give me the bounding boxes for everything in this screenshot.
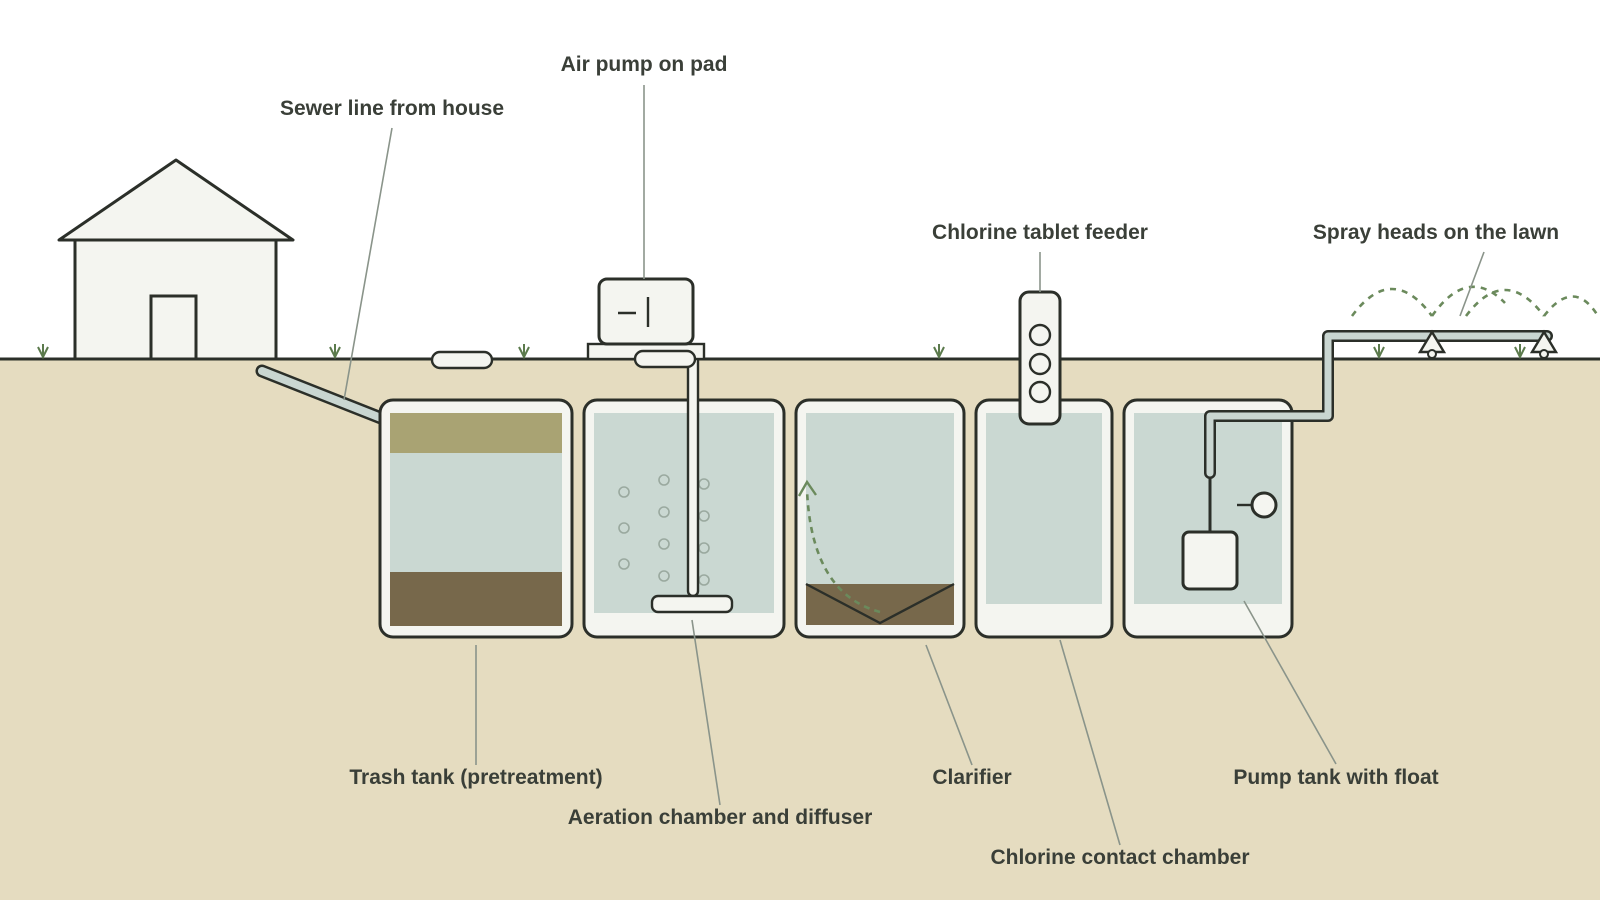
spray-arcs — [1350, 285, 1600, 317]
chlorine-contact-tank — [974, 398, 1114, 639]
leader-sewer — [343, 127, 393, 401]
sprinkler-icon — [1529, 329, 1559, 359]
sewer-pipe — [255, 364, 393, 427]
trash-tank — [378, 398, 574, 639]
air-line-pipe — [686, 347, 700, 598]
grass-tuft-icon — [329, 344, 341, 360]
leader-lines — [343, 85, 1485, 846]
chlorine-tablet — [1028, 380, 1052, 404]
leader-clarifier — [925, 644, 973, 766]
sludge-return-arrow — [805, 489, 881, 614]
leader-pump-tank — [1243, 600, 1337, 765]
label-chlorine-feeder: Chlorine tablet feeder — [932, 221, 1148, 244]
leader-chlorine-contact — [1059, 639, 1121, 846]
access-lid — [430, 350, 494, 370]
clarifier-tank — [794, 398, 966, 639]
pump-icon — [1181, 530, 1239, 591]
label-air-pump: Air pump on pad — [561, 53, 728, 76]
sludge-layer — [390, 572, 562, 626]
grass-tuft-icon — [1373, 344, 1385, 360]
diffuser-icon — [650, 594, 734, 614]
chlorine-tablet — [1028, 323, 1052, 347]
label-pump-tank: Pump tank with float — [1233, 766, 1438, 789]
label-aeration-chamber: Aeration chamber and diffuser — [568, 806, 873, 829]
air-pump-icon — [586, 277, 706, 361]
discharge-pipe — [1204, 330, 1553, 479]
house-door — [149, 294, 198, 361]
chlorine-feeder-icon — [1018, 290, 1062, 426]
arrow-head — [797, 479, 817, 497]
grass-tuft-icon — [1514, 344, 1526, 360]
grass-tufts — [37, 344, 1526, 360]
aeration-chamber — [582, 347, 786, 639]
chlorine-tablet — [1028, 352, 1052, 376]
access-lid — [633, 349, 697, 369]
label-clarifier: Clarifier — [932, 766, 1011, 789]
scum-layer — [390, 413, 562, 453]
grass-tuft-icon — [37, 344, 49, 360]
leader-spray — [1459, 251, 1485, 317]
float-switch-icon — [1237, 491, 1278, 519]
leader-aeration — [691, 619, 721, 806]
grass-tuft-icon — [933, 344, 945, 360]
grass-tuft-icon — [518, 344, 530, 360]
label-spray-heads: Spray heads on the lawn — [1313, 221, 1559, 244]
label-chlorine-contact: Chlorine contact chamber — [990, 846, 1249, 869]
label-sewer-line: Sewer line from house — [280, 97, 504, 120]
pump-tank — [1122, 398, 1294, 639]
liquid-layer — [390, 453, 562, 572]
label-trash-tank: Trash tank (pretreatment) — [349, 766, 602, 789]
sprinkler-icon — [1417, 329, 1447, 359]
clarifier-sludge — [806, 584, 954, 625]
house-icon — [57, 158, 295, 361]
